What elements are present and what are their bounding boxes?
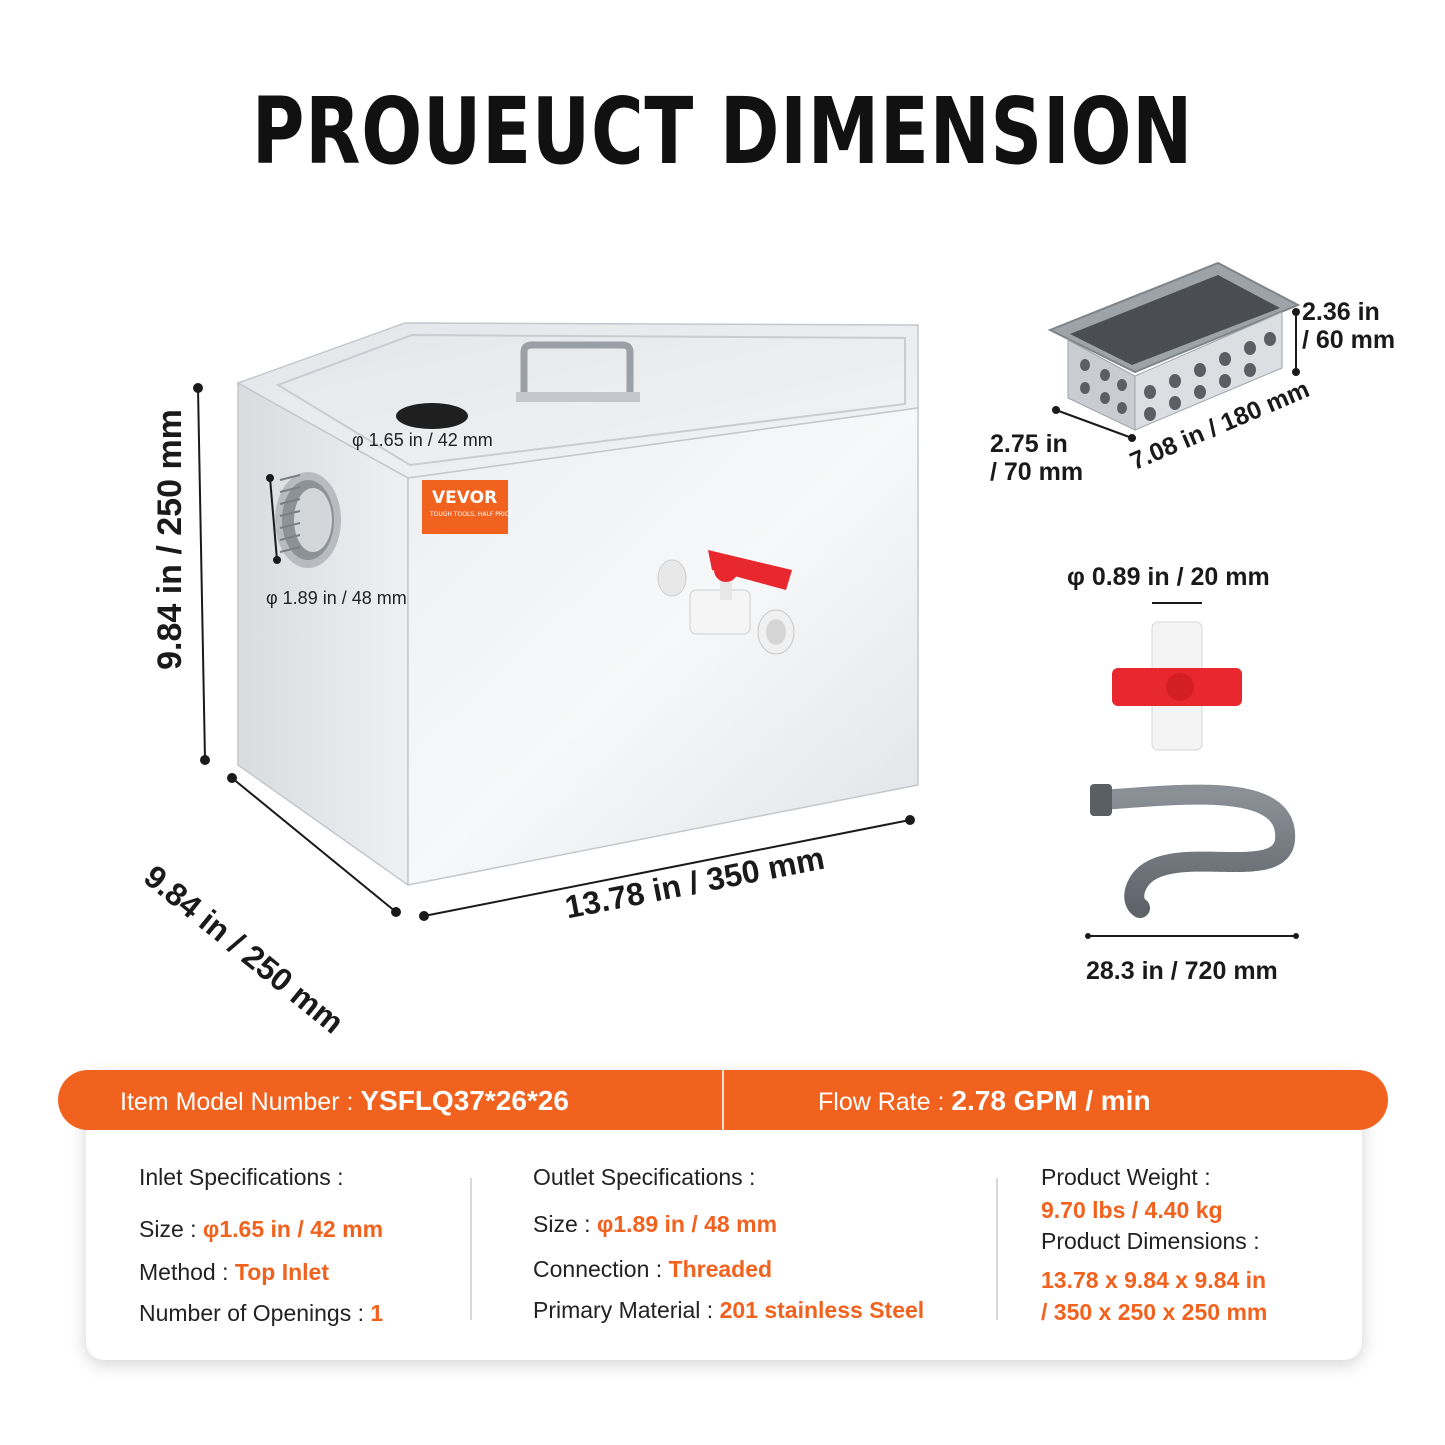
outlet-pipe	[275, 472, 341, 568]
product-dimensions-value-line1: 13.78 x 9.84 x 9.84 in	[1041, 1267, 1267, 1293]
outlet-size-value: φ1.89 in / 48 mm	[596, 1211, 778, 1237]
valve-diameter-label: φ 0.89 in / 20 mm	[1067, 563, 1270, 591]
filter-basket	[1047, 261, 1301, 431]
basket-height-line1: 2.36 in	[1302, 298, 1380, 326]
outlet-material: Primary Material : 201 stainless Steel	[533, 1297, 924, 1324]
tank-dimension-lines	[193, 383, 915, 921]
outlet-connection: Connection : Threaded	[533, 1256, 772, 1283]
product-weight-label: Product Weight :	[1041, 1164, 1211, 1190]
model-number-label: Item Model Number :	[120, 1088, 354, 1116]
inlet-diameter-label: φ 1.65 in / 42 mm	[352, 430, 493, 450]
page-title: PROUEUCT DIMENSION	[251, 78, 1194, 185]
column-divider	[470, 1178, 472, 1320]
spec-header-divider	[722, 1070, 724, 1130]
brand-tagline: TOUGH TOOLS, HALF PRICE	[429, 511, 513, 518]
inlet-openings-value: 1	[370, 1300, 384, 1326]
outlet-size-label: Size :	[533, 1211, 591, 1237]
inlet-hole	[396, 403, 468, 429]
inlet-openings: Number of Openings : 1	[139, 1300, 383, 1327]
inlet-method-value: Top Inlet	[234, 1259, 330, 1285]
drain-valve	[657, 550, 795, 655]
model-number-value: YSFLQ37*26*26	[360, 1085, 569, 1116]
basket-height-line2: / 60 mm	[1302, 326, 1396, 354]
basket-width-line2: / 70 mm	[990, 458, 1084, 486]
inlet-method-label: Method :	[139, 1259, 229, 1285]
outlet-material-label: Primary Material :	[533, 1297, 714, 1323]
drain-hose	[1085, 784, 1299, 939]
inlet-size-label: Size :	[139, 1216, 197, 1242]
product-dimensions-label: Product Dimensions :	[1041, 1228, 1260, 1254]
outlet-size: Size : φ1.89 in / 48 mm	[533, 1211, 777, 1238]
product-illustration: VEVOR TOUGH TOOLS, HALF PRICE	[193, 261, 1301, 939]
product-weight-value: 9.70 lbs / 4.40 kg	[1041, 1197, 1223, 1223]
column-divider	[996, 1178, 998, 1320]
inlet-openings-label: Number of Openings :	[139, 1300, 365, 1326]
outlet-diameter-label: φ 1.89 in / 48 mm	[266, 588, 407, 608]
outlet-material-value: 201 stainless Steel	[719, 1297, 925, 1323]
grease-trap-tank: VEVOR TOUGH TOOLS, HALF PRICE	[236, 322, 919, 887]
model-number: Item Model Number : YSFLQ37*26*26	[120, 1085, 569, 1117]
inlet-method: Method : Top Inlet	[139, 1259, 329, 1286]
tank-height-label: 9.84 in / 250 mm	[150, 409, 189, 670]
inlet-size: Size : φ1.65 in / 42 mm	[139, 1216, 383, 1243]
brand-label	[422, 480, 508, 534]
outlet-heading: Outlet Specifications :	[533, 1164, 756, 1190]
basket-dimension-lines	[1052, 308, 1300, 442]
outlet-connection-value: Threaded	[668, 1256, 773, 1282]
basket-width-line1: 2.75 in	[990, 430, 1068, 458]
hose-length-label: 28.3 in / 720 mm	[1086, 957, 1278, 985]
ball-valve	[1112, 602, 1242, 751]
flow-rate: Flow Rate : 2.78 GPM / min	[818, 1085, 1151, 1117]
flow-rate-label: Flow Rate :	[818, 1088, 945, 1116]
outlet-connection-label: Connection :	[533, 1256, 663, 1282]
inlet-heading: Inlet Specifications :	[139, 1164, 344, 1190]
inlet-size-value: φ1.65 in / 42 mm	[202, 1216, 384, 1242]
brand-name: VEVOR	[432, 488, 497, 508]
flow-rate-value: 2.78 GPM / min	[951, 1085, 1151, 1116]
product-dimensions-value-line2: / 350 x 250 x 250 mm	[1041, 1299, 1268, 1325]
